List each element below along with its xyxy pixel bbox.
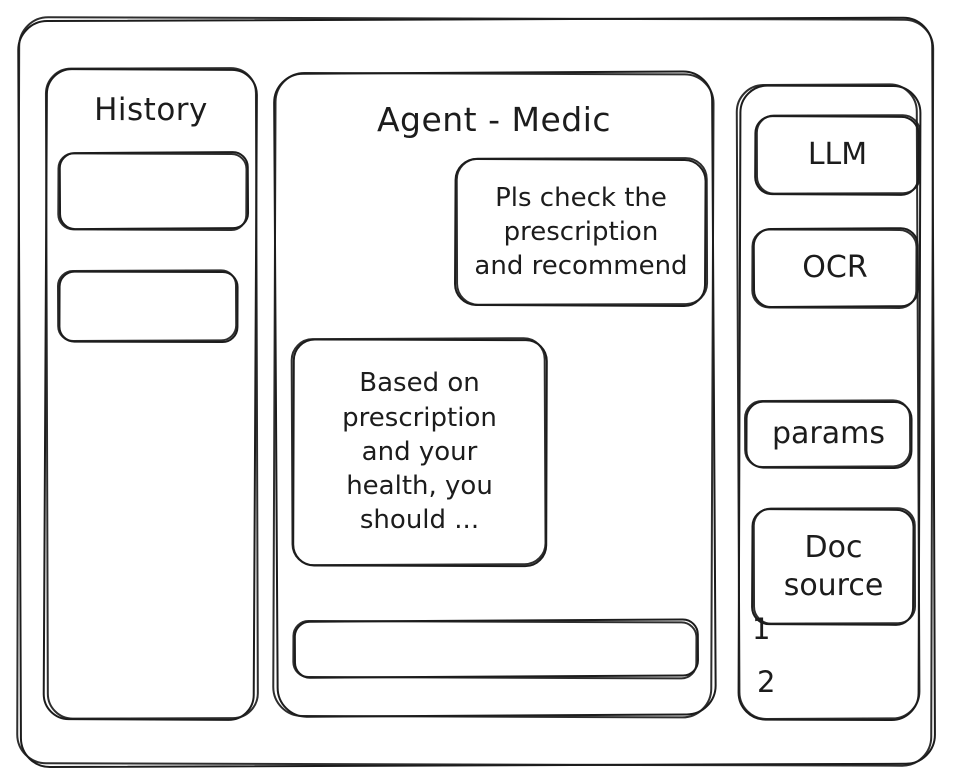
history-list-item[interactable] xyxy=(58,152,248,230)
tool-card-params-label: params xyxy=(772,416,885,452)
tool-card-llm-label: LLM xyxy=(807,137,868,173)
tool-card-llm[interactable]: LLM xyxy=(755,115,920,195)
tool-card-doc-source[interactable]: Doc source xyxy=(752,508,915,625)
composer-input[interactable] xyxy=(293,620,698,678)
tool-card-params[interactable]: params xyxy=(745,400,912,468)
chat-message-user: Pls check the prescription and recommend xyxy=(455,158,707,306)
composer-input-value xyxy=(293,620,698,648)
chat-message-assistant: Based on prescription and your health, y… xyxy=(292,338,547,566)
history-list-item[interactable] xyxy=(58,270,238,342)
doc-source-list-item[interactable]: 1 xyxy=(752,612,771,646)
history-panel-title: History xyxy=(94,92,208,128)
chat-message-assistant-text: Based on prescription and your health, y… xyxy=(342,368,497,536)
tool-card-ocr[interactable]: OCR xyxy=(752,228,918,308)
page-title: Agent - Medic xyxy=(376,100,612,139)
tool-card-ocr-label: OCR xyxy=(802,250,868,286)
chat-message-user-text: Pls check the prescription and recommend xyxy=(474,182,688,282)
tool-card-doc-source-label: Doc source xyxy=(783,530,884,603)
doc-source-list-item[interactable]: 2 xyxy=(757,665,776,699)
